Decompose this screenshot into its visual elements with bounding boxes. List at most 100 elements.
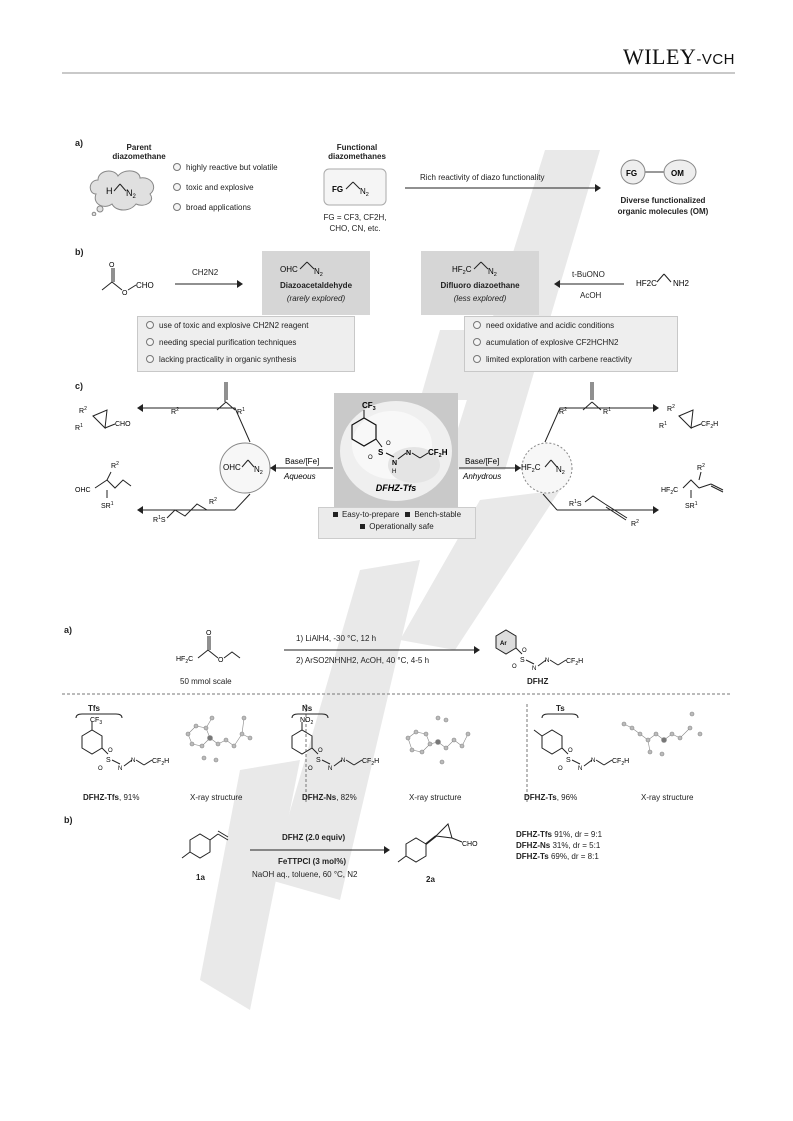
dividers: [62, 693, 730, 804]
svg-text:O: O: [522, 648, 527, 654]
svg-text:O: O: [206, 630, 212, 637]
svg-text:N: N: [545, 658, 549, 664]
svg-text:R2: R2: [79, 406, 87, 415]
result-row: DFHZ-Ts 69%, dr = 8:1: [516, 852, 599, 861]
svg-text:N: N: [392, 460, 397, 467]
xray-structure-tfs: [185, 715, 253, 763]
svg-text:N: N: [532, 666, 536, 672]
feature-item: Bench-stable: [405, 510, 461, 519]
variant-yield: DFHZ-Ns, 82%: [302, 793, 357, 802]
svg-text:N: N: [118, 766, 122, 772]
publisher-logo: WILEY-VCH: [622, 44, 735, 69]
base-fe-right: Base/[Fe]: [465, 457, 499, 466]
cyclopropane-product: CHO: [397, 823, 478, 863]
svg-text:O: O: [512, 664, 517, 670]
feature-item: Easy-to-prepare: [332, 510, 399, 519]
dfhz-general-structure: Ar S OO N N CF2H: [495, 629, 583, 672]
rich-reactivity-label: Rich reactivity of diazo functionality: [420, 173, 545, 182]
diazoacetaldehyde-name: Diazoacetaldehyde: [279, 281, 353, 290]
svg-text:CHO: CHO: [115, 421, 131, 428]
svg-text:HF2C: HF2C: [176, 656, 193, 665]
svg-text:N: N: [591, 758, 595, 764]
svg-text:N2: N2: [314, 267, 323, 278]
bullet-item: use of toxic and explosive CH2N2 reagent: [146, 318, 346, 332]
dfhz-ns-structure: NO2 S OO N N CF2H: [291, 713, 379, 772]
svg-text:S: S: [520, 657, 525, 664]
svg-text:O: O: [218, 657, 224, 664]
condition-catalyst: FeTTPCl (3 mol%): [278, 857, 347, 866]
svg-text:O: O: [108, 748, 113, 754]
fg-definition: FG = CF3, CF2H,CHO, CN, etc.: [323, 213, 387, 233]
difluoro-name: Difluoro diazoethane: [440, 281, 520, 290]
dfhz-label: DFHZ: [527, 677, 549, 686]
svg-text:R2: R2: [559, 407, 567, 416]
methylstyrene-structure: [181, 830, 229, 859]
bullet-item: toxic and explosive: [173, 180, 278, 194]
results-list: DFHZ-Tfs 91%, dr = 9:1 DFHZ-Ns 31%, dr =…: [516, 829, 602, 862]
diazoacetaldehyde-box: [262, 251, 370, 315]
substrate-1a: 1a: [196, 873, 205, 882]
variant-yield: DFHZ-Ts, 96%: [524, 793, 578, 802]
svg-text:N: N: [341, 758, 345, 764]
bullet-item: lacking practicality in organic synthesi…: [146, 352, 346, 366]
bullet-item: limited exploration with carbene reactiv…: [473, 352, 669, 366]
svg-text:OHC: OHC: [75, 487, 91, 494]
svg-text:CF2H: CF2H: [612, 758, 629, 767]
bullet-item: acumulation of explosive CF2HCHN2: [473, 335, 669, 349]
svg-text:NO2: NO2: [300, 717, 314, 726]
svg-text:HF2C: HF2C: [452, 265, 472, 276]
svg-text:CHO: CHO: [462, 841, 478, 848]
header-divider: [62, 72, 735, 74]
svg-text:R2: R2: [209, 497, 217, 506]
svg-text:SR1: SR1: [101, 501, 114, 510]
hf2c-label: HF2C: [636, 279, 657, 288]
svg-text:CF2H: CF2H: [428, 448, 448, 459]
variant-tag: Tfs: [88, 704, 100, 713]
svg-text:H: H: [392, 469, 396, 475]
xray-structure-ts: [621, 711, 703, 757]
svg-text:CF3: CF3: [90, 717, 102, 726]
dfhz-tfs-structure: CF3 S OO N N CF2H: [75, 713, 169, 772]
svg-text:OHC: OHC: [280, 265, 298, 274]
aqueous-label: Aqueous: [283, 472, 316, 481]
svg-text:R2: R2: [171, 407, 179, 416]
bullet-item: needing special purification techniques: [146, 335, 346, 349]
reaction-arrow-left: [554, 280, 624, 288]
svg-text:FG: FG: [332, 185, 343, 194]
svg-text:O: O: [109, 262, 115, 269]
svg-text:N2: N2: [126, 188, 137, 200]
xray-label: X-ray structure: [190, 793, 243, 802]
diazoacetaldehyde-note: (rarely explored): [286, 294, 346, 303]
dfhz-ts-structure: S OO N N CF2H: [533, 713, 629, 772]
feature-item: Operationally safe: [319, 522, 475, 531]
svg-text:O: O: [568, 748, 573, 754]
svg-text:R2: R2: [667, 404, 675, 413]
bullet-item: highly reactive but volatile: [173, 160, 278, 174]
svg-text:R2: R2: [697, 463, 705, 472]
svg-text:R1: R1: [603, 407, 611, 416]
panel-label-a: a): [75, 138, 84, 148]
fg-diazo-box: FG N2: [323, 168, 387, 206]
ch2n2-reagent: CH2N2: [192, 268, 219, 277]
parent-bullets: highly reactive but volatile toxic and e…: [173, 160, 278, 214]
svg-text:Ar: Ar: [500, 641, 507, 647]
svg-text:N2: N2: [254, 465, 263, 476]
tbuono-reagent: t-BuONO: [572, 270, 605, 279]
svg-text:N: N: [131, 758, 135, 764]
panel-label-b: b): [75, 247, 84, 257]
result-row: DFHZ-Tfs 91%, dr = 9:1: [516, 830, 603, 839]
condition-solvent: NaOH aq., toluene, 60 °C, N2: [252, 870, 358, 879]
dfhz-tfs-caption: DFHZ-Tfs: [376, 483, 417, 493]
scale-label: 50 mmol scale: [180, 677, 232, 686]
svg-text:R2: R2: [631, 519, 639, 528]
reaction-arrow: [250, 846, 390, 854]
svg-text:R1S: R1S: [569, 499, 582, 508]
step2-conditions: 2) ArSO2NHNH2, AcOH, 40 °C, 4-5 h: [296, 656, 430, 665]
xray-label: X-ray structure: [409, 793, 462, 802]
svg-text:O: O: [122, 290, 128, 297]
svg-text:O: O: [386, 441, 391, 447]
svg-text:N: N: [406, 450, 411, 457]
condition-dfhz: DFHZ (2.0 equiv): [282, 833, 346, 842]
